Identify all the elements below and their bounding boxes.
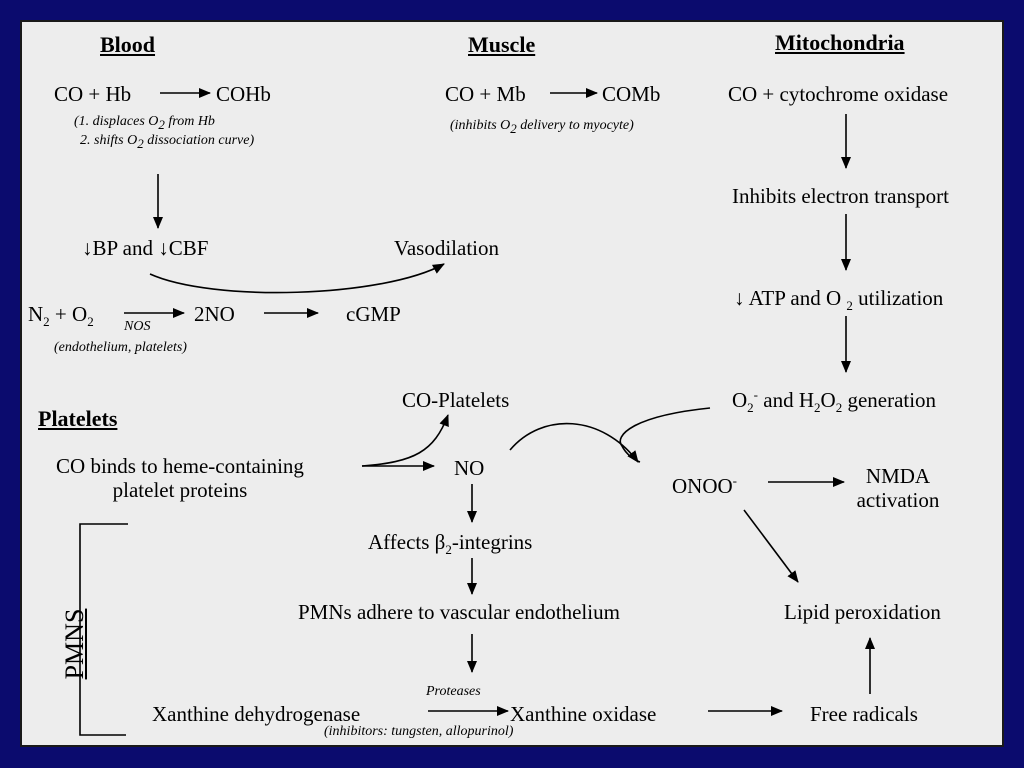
- header-platelets: Platelets: [38, 406, 118, 431]
- cohb-text: COHb: [216, 82, 271, 106]
- header-muscle: Muscle: [468, 32, 536, 57]
- blood-note-1: (1. displaces O2 from Hb: [74, 114, 215, 132]
- co-mb-text: CO + Mb: [445, 82, 526, 106]
- muscle-note: (inhibits O2 delivery to myocyte): [450, 118, 634, 136]
- arrow-bp-vasodilation: [149, 263, 445, 294]
- blood-note-2: 2. shifts O2 dissociation curve): [80, 133, 255, 151]
- vasodilation-text: Vasodilation: [394, 236, 499, 260]
- arrow-layer: [79, 88, 875, 736]
- nos-label: NOS: [124, 319, 151, 334]
- pmns-bracket: [79, 523, 128, 736]
- header-pmns: PMNS: [60, 608, 89, 680]
- o2-generation-text: O2- and H2O2 generation: [732, 387, 937, 416]
- arrow-onoo-lipid: [743, 509, 799, 583]
- bp-cbf-text: ↓BP and ↓CBF: [82, 236, 209, 260]
- pmns-adhere-text: PMNs adhere to vascular endothelium: [298, 600, 620, 624]
- affects-integrins-text: Affects β2-integrins: [368, 530, 533, 558]
- cgmp-text: cGMP: [346, 302, 401, 326]
- inhibitors-note: (inhibitors: tungsten, allopurinol): [324, 724, 514, 739]
- co-platelets-text: CO-Platelets: [402, 388, 510, 412]
- header-mitochondria: Mitochondria: [775, 30, 905, 55]
- co-hb-text: CO + Hb: [54, 82, 132, 106]
- xanthine-dehydrogenase-text: Xanthine dehydrogenase: [152, 702, 361, 726]
- lipid-peroxidation-text: Lipid peroxidation: [784, 600, 941, 624]
- arrow-cobinds-coplatelets: [361, 414, 449, 467]
- atp-utilization-text: ↓ ATP and O 2 utilization: [734, 286, 944, 314]
- endothelium-note: (endothelium, platelets): [54, 340, 187, 355]
- no-text: NO: [454, 456, 485, 480]
- onoo-text: ONOO-: [672, 473, 738, 498]
- co-cytochrome-text: CO + cytochrome oxidase: [728, 82, 949, 106]
- free-radicals-text: Free radicals: [810, 702, 918, 726]
- arrow-no-onoo: [509, 422, 639, 463]
- header-blood: Blood: [100, 32, 156, 57]
- inhibits-electron-text: Inhibits electron transport: [732, 184, 949, 208]
- xanthine-oxidase-text: Xanthine oxidase: [510, 702, 657, 726]
- slide: Blood Muscle Mitochondria Platelets PMNS…: [20, 20, 1004, 747]
- n2-o2-text: N2 + O2: [28, 302, 94, 330]
- comb-text: COMb: [602, 82, 661, 106]
- proteases-label: Proteases: [426, 684, 481, 699]
- two-no-text: 2NO: [194, 302, 235, 326]
- arrow-o2-onoo: [619, 407, 711, 463]
